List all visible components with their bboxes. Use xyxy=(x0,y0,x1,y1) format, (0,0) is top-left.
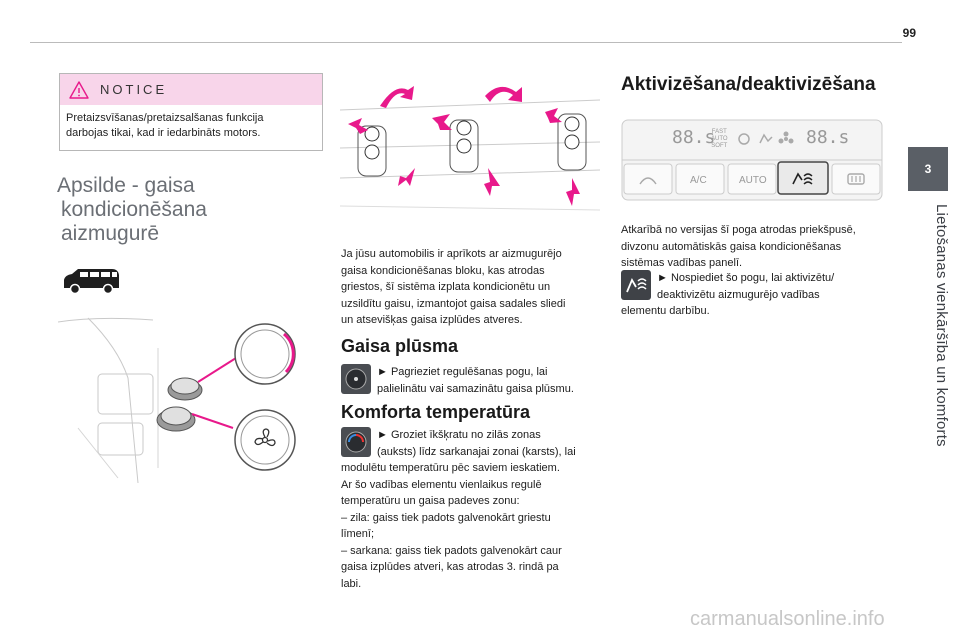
temperature-paragraph: modulētu temperatūru pēc saviem ieskatie… xyxy=(341,460,601,592)
temperature-wheel-icon xyxy=(341,427,371,457)
airflow-heading: Gaisa plūsma xyxy=(341,336,459,356)
description-line: Atkarībā no versijas šī poga atrodas pri… xyxy=(621,224,856,236)
notice-title: NOTICE xyxy=(100,82,168,97)
intro-line: Ja jūsu automobilis ir aprīkots ar aizmu… xyxy=(341,248,562,260)
temperature-line: modulētu temperatūru pēc saviem ieskatie… xyxy=(341,462,560,474)
intro-paragraph: Ja jūsu automobilis ir aprīkots ar aizmu… xyxy=(341,246,591,329)
page-number: 99 xyxy=(902,26,916,40)
soft-label: SOFT xyxy=(711,143,728,149)
activation-end: elementu darbību. xyxy=(621,305,710,317)
rear-climate-button-icon xyxy=(621,270,651,300)
ac-button[interactable]: A/C xyxy=(690,175,707,186)
mode-labels: FAST AUTO SOFT xyxy=(711,129,728,150)
front-defrost-icon xyxy=(639,177,657,185)
section-title-line: kondicionēšana xyxy=(61,198,207,221)
chapter-title: Lietošanas vienkāršība un komforts xyxy=(933,204,950,447)
chapter-tab[interactable]: 3 xyxy=(908,147,948,191)
airflow-text: ► Pagrieziet regulēšanas pogu, lai palie… xyxy=(377,364,597,397)
rear-defrost-icon xyxy=(847,173,865,185)
activation-bullet: ► Nospiediet šo pogu, lai aktivizētu/ de… xyxy=(657,270,885,303)
bullet-line: deaktivizētu aizmugurējo vadības xyxy=(657,288,820,301)
ac-control-panel: 88.s FAST AUTO SOFT 88.s A/C AUTO xyxy=(620,116,884,204)
rear-climate-icon[interactable] xyxy=(790,170,816,188)
activation-heading: Aktivizēšana/deaktivizēšana xyxy=(621,74,876,95)
ceiling-vents-illustration xyxy=(340,86,600,211)
section-title-line: Apsilde - gaisa xyxy=(57,174,195,197)
notice-line: Pretaizsvīšanas/pretaizsalšanas funkcija xyxy=(66,112,264,124)
panel-status-icons xyxy=(738,131,794,145)
fast-label: FAST xyxy=(711,129,727,135)
display-left: 88.s xyxy=(672,127,716,148)
auto-label: AUTO xyxy=(711,136,728,142)
auto-button[interactable]: AUTO xyxy=(739,175,767,186)
airflow-knob-icon xyxy=(341,364,371,394)
recirculation-icon xyxy=(738,133,750,145)
fan-icon xyxy=(254,428,276,447)
section-title-line: aizmugurē xyxy=(61,222,160,245)
airflow-direction-icon xyxy=(759,133,773,144)
temperature-line: ► Groziet īkšķratu no zilās zonas xyxy=(377,429,541,441)
intro-line: gaisa kondicionēšanas bloku, kas atrodas xyxy=(341,264,545,277)
airflow-line: ► Pagrieziet regulēšanas pogu, lai xyxy=(377,366,548,378)
description-line: divzonu automātiskās gaisa kondicionēšan… xyxy=(621,240,842,253)
temperature-line: Ar šo vadības elementu vienlaikus regulē xyxy=(341,478,542,491)
activation-description: Atkarībā no versijas šī poga atrodas pri… xyxy=(621,222,883,272)
warning-icon xyxy=(69,80,89,99)
temperature-icon-text: ► Groziet īkšķratu no zilās zonas (aukst… xyxy=(377,427,599,460)
temperature-line: (auksts) līdz sarkanajai zonai (karsts),… xyxy=(377,445,576,458)
section-title: Apsilde - gaisa kondicionēšana aizmugurē xyxy=(57,174,297,246)
intro-line: uzsildītu gaisu, izmantojot gaisa sadale… xyxy=(341,297,566,310)
rear-control-illustration xyxy=(58,317,296,484)
intro-line: griestos, šī sistēma izplata kondicionēt… xyxy=(341,281,551,293)
intro-line: un atsevišķas gaisa izplūdes atveres. xyxy=(341,314,523,326)
airflow-line: palielinātu vai samazinātu gaisa plūsmu. xyxy=(377,382,574,395)
notice-line: darbojas tikai, kad ir iedarbināts motor… xyxy=(66,127,261,139)
notice-header: NOTICE xyxy=(60,74,322,105)
temperature-line: – zila: gaiss tiek padots galvenokārt gr… xyxy=(341,511,551,524)
van-icon xyxy=(64,269,119,295)
temperature-line: gaisa izplūdes atveri, kas atrodas 3. ri… xyxy=(341,561,559,573)
description-line: sistēmas vadības panelī. xyxy=(621,257,743,269)
temperature-line: līmenī; xyxy=(341,528,375,540)
temperature-line: – sarkana: gaiss tiek padots galvenokārt… xyxy=(341,544,562,557)
header-rule xyxy=(30,42,902,43)
bullet-line: ► Nospiediet šo pogu, lai aktivizētu/ xyxy=(657,272,835,284)
panel-fan-icon xyxy=(778,131,794,144)
notice-box: NOTICE Pretaizsvīšanas/pretaizsalšanas f… xyxy=(59,73,323,151)
display-right: 88.s xyxy=(806,127,850,148)
watermark: carmanualsonline.info xyxy=(690,608,885,630)
temperature-line: labi. xyxy=(341,577,362,590)
temperature-heading: Komforta temperatūra xyxy=(341,402,531,422)
temperature-line: temperatūru un gaisa padeves zonu: xyxy=(341,495,520,507)
